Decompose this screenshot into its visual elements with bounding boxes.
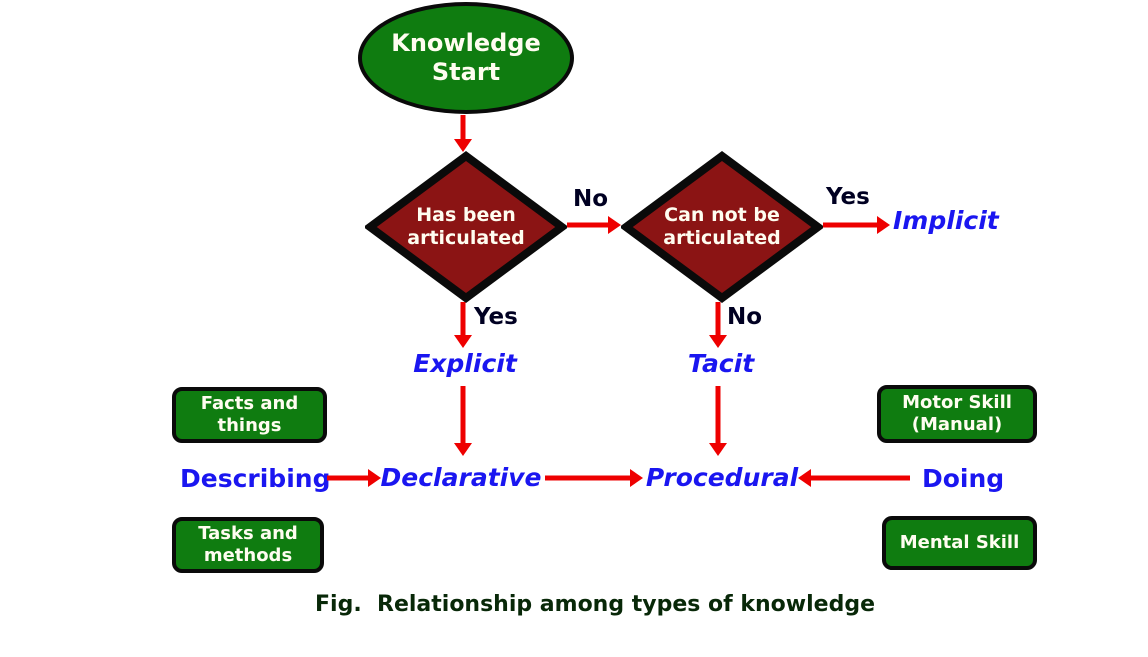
- start-node-label: Knowledge Start: [391, 29, 541, 86]
- implicit-label: Implicit: [893, 206, 999, 235]
- arrow-head: [454, 335, 472, 348]
- arrow-head: [877, 216, 890, 234]
- tacit-label: Tacit: [687, 349, 755, 378]
- doing-label: Doing: [922, 464, 1005, 493]
- motor-skill-box: Motor Skill (Manual): [877, 385, 1037, 443]
- tasks-and-methods-box: Tasks and methods: [172, 517, 324, 573]
- arrow-explicit-to-declarative: [454, 386, 472, 456]
- declarative-label: Declarative: [380, 463, 542, 492]
- arrow-head: [608, 216, 621, 234]
- arrow-shaft: [460, 386, 466, 444]
- arrow-head: [630, 469, 643, 487]
- arrow-head: [798, 469, 811, 487]
- arrow-shaft: [545, 475, 631, 481]
- facts-and-things-label: Facts and things: [200, 393, 299, 436]
- arrow-head: [454, 443, 472, 456]
- facts-and-things-box: Facts and things: [172, 387, 327, 443]
- arrow-shaft: [715, 386, 721, 444]
- tasks-and-methods-label: Tasks and methods: [198, 523, 298, 566]
- arrow-shaft: [715, 302, 721, 336]
- arrow-shaft: [460, 302, 466, 336]
- arrow-doing-to-procedural: [798, 469, 910, 487]
- decision-has-been-articulated: Has been articulated: [363, 151, 569, 303]
- diamond-shape: [619, 151, 825, 303]
- explicit-label: Explicit: [413, 349, 517, 378]
- arrow-declarative-to-procedural: [545, 469, 643, 487]
- arrow-can-not-to-implicit: [823, 216, 890, 234]
- arrow-shaft: [327, 475, 369, 481]
- decision-has-been-articulated-label: Has been articulated: [407, 204, 525, 249]
- arrow-can-not-to-tacit: [709, 302, 727, 348]
- figure-caption: Fig. Relationship among types of knowled…: [315, 592, 875, 617]
- arrow-head: [709, 335, 727, 348]
- arrow-shaft: [823, 222, 878, 228]
- decision-can-not-be-articulated-label: Can not be articulated: [663, 204, 781, 249]
- edge-label-yes-to-implicit: Yes: [826, 184, 870, 210]
- arrow-has-been-to-explicit: [454, 302, 472, 348]
- edge-label-no-to-tacit: No: [727, 304, 763, 330]
- edge-label-yes-to-explicit: Yes: [474, 304, 518, 330]
- arrow-tacit-to-procedural: [709, 386, 727, 456]
- arrow-describing-to-declarative: [327, 469, 381, 487]
- arrow-head: [709, 443, 727, 456]
- arrow-head: [454, 139, 472, 152]
- diamond-shape: [363, 151, 569, 303]
- describing-label: Describing: [180, 464, 331, 493]
- start-node: Knowledge Start: [358, 2, 574, 114]
- decision-can-not-be-articulated: Can not be articulated: [619, 151, 825, 303]
- motor-skill-label: Motor Skill (Manual): [902, 392, 1012, 435]
- procedural-label: Procedural: [645, 463, 799, 492]
- arrow-start-to-has-been-articulated: [454, 115, 472, 152]
- arrow-shaft: [567, 222, 609, 228]
- edge-label-no-between-diamonds: No: [573, 186, 609, 212]
- mental-skill-label: Mental Skill: [899, 532, 1020, 554]
- arrow-shaft: [460, 115, 466, 140]
- mental-skill-box: Mental Skill: [882, 516, 1037, 570]
- arrow-has-been-to-can-not: [567, 216, 621, 234]
- arrow-shaft: [810, 475, 910, 481]
- arrow-head: [368, 469, 381, 487]
